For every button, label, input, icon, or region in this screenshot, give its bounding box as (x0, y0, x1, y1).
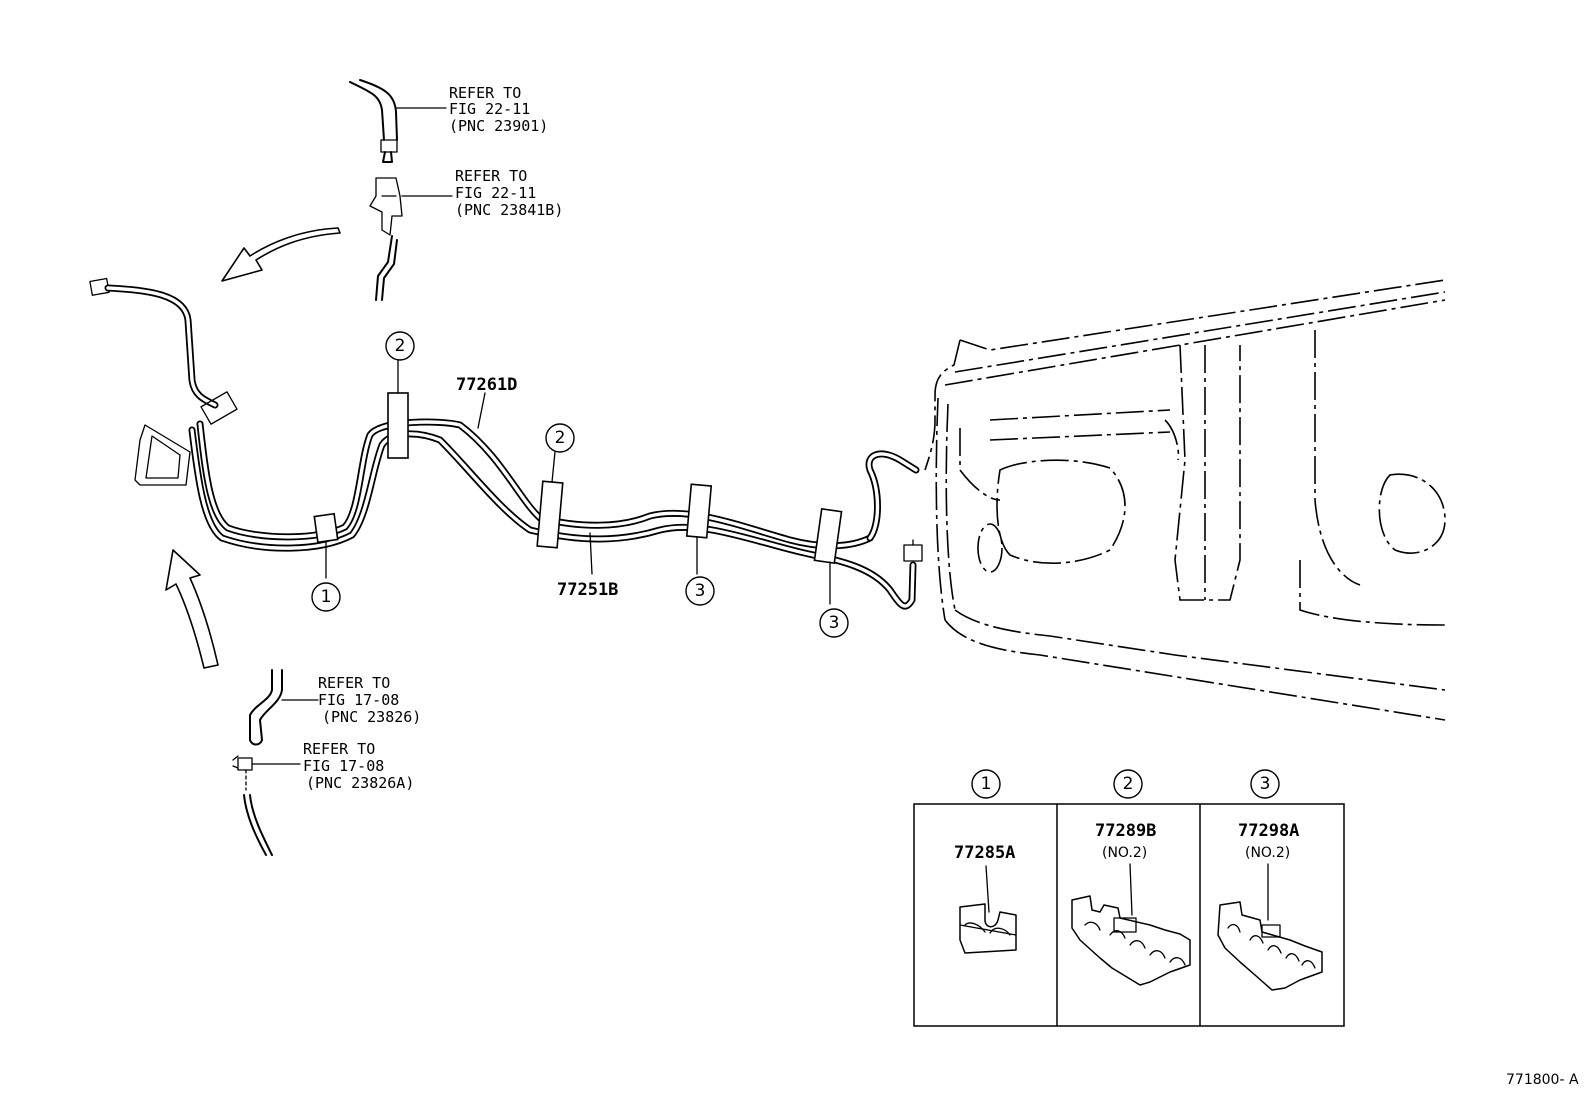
fuel-hose-23826 (249, 669, 319, 746)
ref-3-line2: FIG 17-08 (318, 691, 399, 709)
svg-text:3: 3 (695, 581, 706, 601)
fuel-inlet-pipe (89, 277, 238, 486)
legend-callout-2: 2 (1113, 769, 1143, 799)
ref-1-line3: (PNC 23901) (449, 117, 548, 135)
clamp-77285a-drawing (959, 903, 1017, 954)
clamp-77289b-drawing (1071, 895, 1191, 986)
ref-1-line2: FIG 22-11 (449, 100, 530, 118)
callout-3-main-b: 3 (819, 608, 849, 638)
legend-box: 1 2 3 77285A 77289B (NO.2) 77298A (NO.2) (913, 769, 1345, 1027)
clamp-2b (536, 480, 564, 549)
legend-callout-3: 3 (1250, 769, 1280, 799)
svg-text:2: 2 (1123, 774, 1134, 794)
fuel-hose-23901 (349, 79, 447, 163)
svg-text:3: 3 (829, 613, 840, 633)
ref-1-line1: REFER TO (449, 84, 521, 102)
direction-arrow-upper (221, 227, 341, 282)
callout-3-main-a: 3 (685, 576, 715, 606)
svg-text:2: 2 (555, 428, 566, 448)
ref-3-line1: REFER TO (318, 674, 390, 692)
ref-2-line3: (PNC 23841B) (455, 201, 563, 219)
legend-callout-1: 1 (971, 769, 1001, 799)
clamp-3a (685, 483, 713, 539)
fuel-clip-23826a (232, 755, 301, 856)
clamp-3b (813, 507, 843, 565)
callout-1-main: 1 (311, 582, 341, 612)
clamp-1 (313, 512, 339, 544)
part-number-77261d: 77261D (456, 375, 517, 395)
ref-4-line1: REFER TO (303, 740, 375, 758)
legend-part-77285a: 77285A (954, 843, 1015, 863)
ref-4-line2: FIG 17-08 (303, 757, 384, 775)
callout-2-main-a: 2 (385, 331, 415, 361)
figure-id: 771800- A (1506, 1072, 1579, 1088)
clamp-77298a-drawing (1217, 901, 1323, 991)
clamp-2a (387, 392, 409, 459)
legend-note-2: (NO.2) (1102, 845, 1147, 861)
svg-text:3: 3 (1260, 774, 1271, 794)
svg-text:1: 1 (981, 774, 992, 794)
legend-part-77289b: 77289B (1095, 821, 1156, 841)
svg-text:2: 2 (395, 336, 406, 356)
fuel-tank-outline (924, 279, 1446, 721)
part-number-77251b: 77251B (557, 580, 618, 600)
legend-part-77298a: 77298A (1238, 821, 1299, 841)
ref-2-line1: REFER TO (455, 167, 527, 185)
ref-3-line3: (PNC 23826) (322, 708, 421, 726)
ref-4-line3: (PNC 23826A) (306, 774, 414, 792)
callout-2-main-b: 2 (545, 423, 575, 453)
svg-text:1: 1 (321, 587, 332, 607)
ref-2-line2: FIG 22-11 (455, 184, 536, 202)
legend-note-3: (NO.2) (1245, 845, 1290, 861)
fuel-clip-23841b (369, 177, 453, 301)
direction-arrow-lower (165, 549, 219, 669)
